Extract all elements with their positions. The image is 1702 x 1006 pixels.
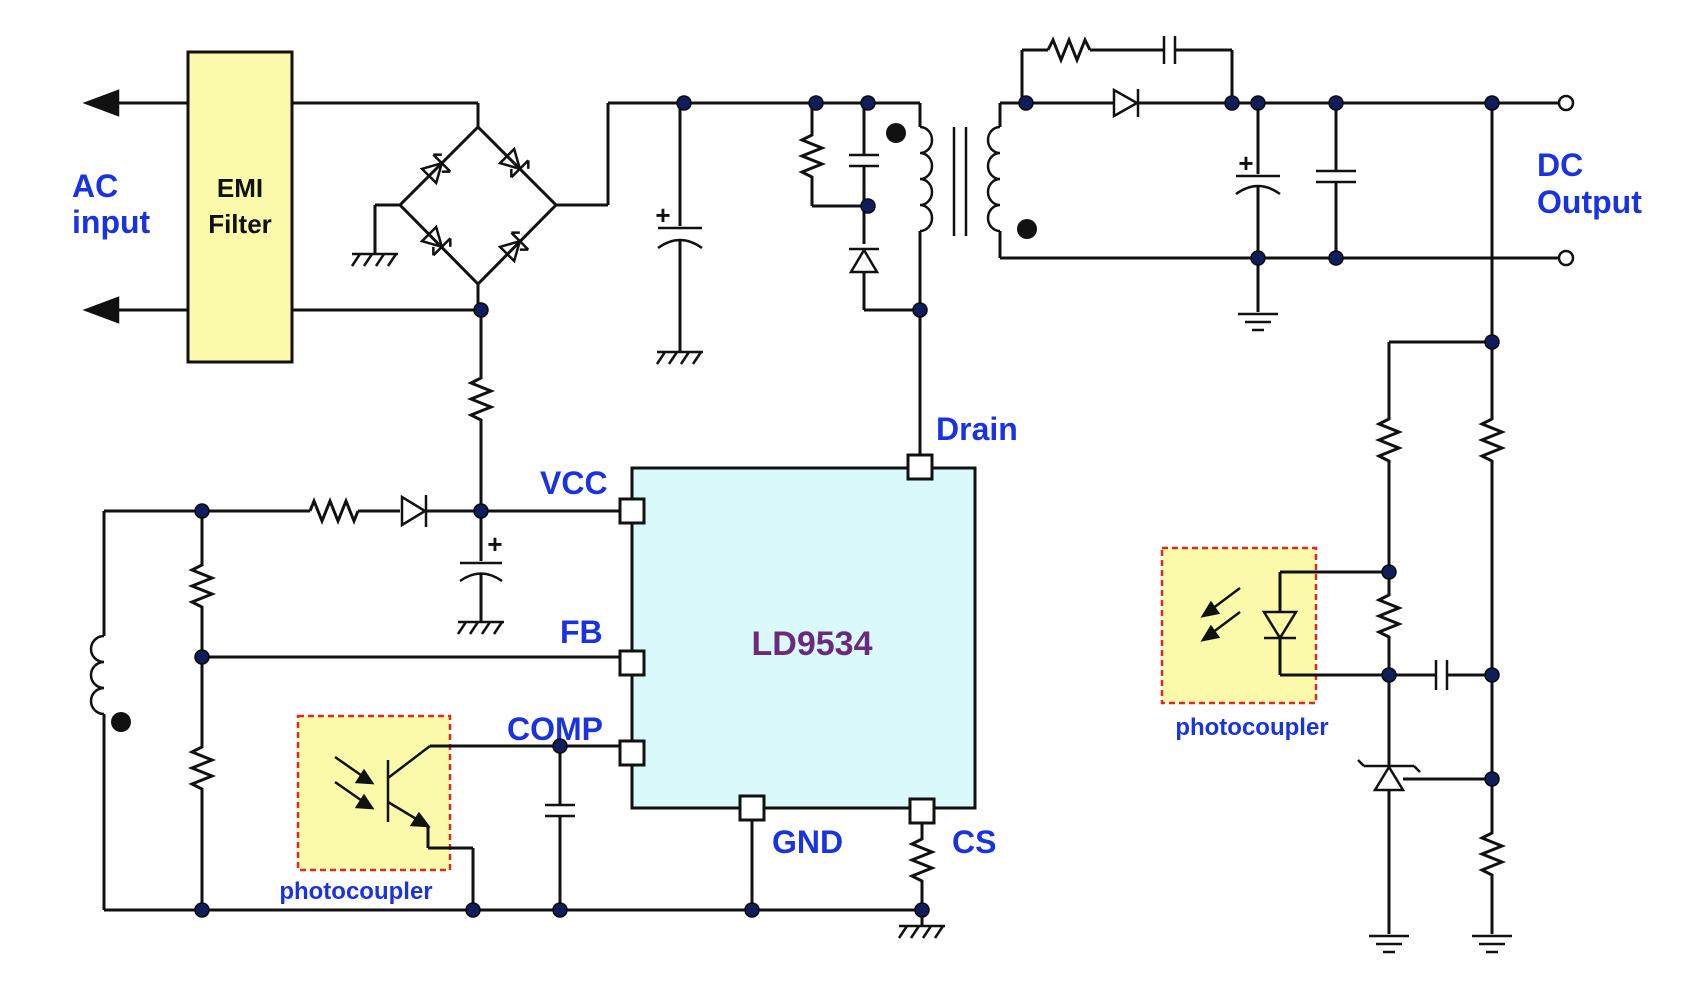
junction-dot <box>194 902 210 918</box>
output-terminal-positive <box>1557 94 1575 112</box>
junction-dot <box>465 902 481 918</box>
bridge-rectifier <box>292 101 610 312</box>
chassis-ground-icon <box>456 620 506 636</box>
polarity-plus-label: + <box>487 529 502 559</box>
pin-gnd <box>738 794 766 822</box>
polarity-plus-label: + <box>1238 148 1253 178</box>
photocoupler-transistor: photocoupler <box>279 714 620 910</box>
pin-gnd-label: GND <box>772 824 843 860</box>
photocoupler-led-diode-icon <box>1261 610 1299 641</box>
output-diode-icon <box>1112 87 1140 119</box>
junction-dot <box>194 649 210 665</box>
junction-dot <box>473 302 489 318</box>
snubber-resistor-icon <box>797 132 827 179</box>
junction-dot <box>914 902 930 918</box>
chassis-ground-icon <box>897 924 947 940</box>
junction-dot <box>552 738 568 754</box>
junction-dot <box>744 902 760 918</box>
earth-ground-icon <box>1470 934 1514 954</box>
secondary-output: + DC Output <box>1000 35 1642 332</box>
junction-dot <box>1381 564 1397 580</box>
junction-dot <box>1484 95 1500 111</box>
junction-dot <box>808 95 824 111</box>
junction-dot <box>860 95 876 111</box>
ac-input-arrow-bottom-icon <box>82 296 120 324</box>
pin-cs-label: CS <box>952 824 996 860</box>
vcc-resistor-icon <box>308 496 360 526</box>
junction-dots <box>194 95 1500 918</box>
snubber-diode-icon <box>848 247 880 274</box>
fb-upper-resistor-icon <box>187 562 217 610</box>
dc-output-label-line2: Output <box>1537 184 1642 220</box>
output-terminal-negative <box>1557 249 1575 267</box>
ld9534-ic: LD9534 Drain VCC FB COMP GND CS <box>507 411 1018 860</box>
pin-cs <box>908 797 936 825</box>
earth-ground-icon <box>1236 312 1280 332</box>
junction-dot <box>473 503 489 519</box>
ac-input-label: AC <box>72 168 118 204</box>
ac-input-block: AC input <box>72 89 188 324</box>
junction-dot <box>860 198 876 214</box>
divider-lower-resistor-icon <box>1477 830 1507 878</box>
dc-output-label: DC <box>1537 147 1583 183</box>
junction-dot <box>1484 771 1500 787</box>
junction-dot <box>1328 95 1344 111</box>
vcc-diode-icon <box>400 494 428 528</box>
pin-vcc-label: VCC <box>540 465 608 501</box>
ground-rail <box>104 820 947 940</box>
ac-input-label-line2: input <box>72 204 151 240</box>
junction-dot <box>1484 667 1500 683</box>
chassis-ground-icon <box>350 252 400 268</box>
ic-name-label: LD9534 <box>752 625 873 663</box>
junction-dot <box>1250 250 1266 266</box>
photocoupler-right-label: photocoupler <box>1175 714 1328 741</box>
junction-dot <box>1224 95 1240 111</box>
diode-snubber-resistor-icon <box>1046 35 1092 65</box>
pin-vcc <box>618 497 646 525</box>
pin-fb <box>618 649 646 677</box>
primary-dot-icon <box>886 123 906 143</box>
led-shunt-resistor-icon <box>1374 592 1404 640</box>
earth-ground-icon <box>1367 934 1411 954</box>
transformer <box>886 101 1037 310</box>
pin-drain <box>906 453 934 481</box>
pin-drain-label: Drain <box>936 411 1018 447</box>
shunt-regulator-icon <box>1372 764 1406 792</box>
pin-comp <box>618 739 646 767</box>
junction-dot <box>912 302 928 318</box>
hv-bus: + <box>608 101 912 366</box>
aux-dot-icon <box>111 712 131 732</box>
pin-fb-label: FB <box>560 614 603 650</box>
junction-dot <box>1484 334 1500 350</box>
junction-dot <box>194 503 210 519</box>
led-bias-resistor-icon <box>1374 416 1404 464</box>
junction-dot <box>1381 667 1397 683</box>
chassis-ground-icon <box>655 350 705 366</box>
fb-divider <box>187 511 620 910</box>
junction-dot <box>1018 95 1034 111</box>
ac-input-arrow-top-icon <box>82 89 120 117</box>
secondary-feedback <box>1357 103 1514 954</box>
emi-filter: EMI Filter <box>186 50 294 364</box>
comp-network <box>545 746 575 910</box>
secondary-dot-icon <box>1017 219 1037 239</box>
fb-lower-resistor-icon <box>187 744 217 792</box>
junction-dot <box>1328 250 1344 266</box>
emi-filter-label: EMI <box>217 173 263 203</box>
junction-dot <box>552 902 568 918</box>
startup-resistor-icon <box>466 375 496 422</box>
cs-resistor-icon <box>907 836 937 884</box>
emi-filter-label-line2: Filter <box>208 209 272 239</box>
divider-upper-resistor-icon <box>1477 416 1507 464</box>
photocoupler-led: photocoupler <box>1160 546 1389 741</box>
junction-dot <box>1250 95 1266 111</box>
photocoupler-left-label: photocoupler <box>279 878 432 905</box>
aux-winding <box>89 511 131 910</box>
junction-dot <box>676 95 692 111</box>
polarity-plus-label: + <box>655 200 670 230</box>
